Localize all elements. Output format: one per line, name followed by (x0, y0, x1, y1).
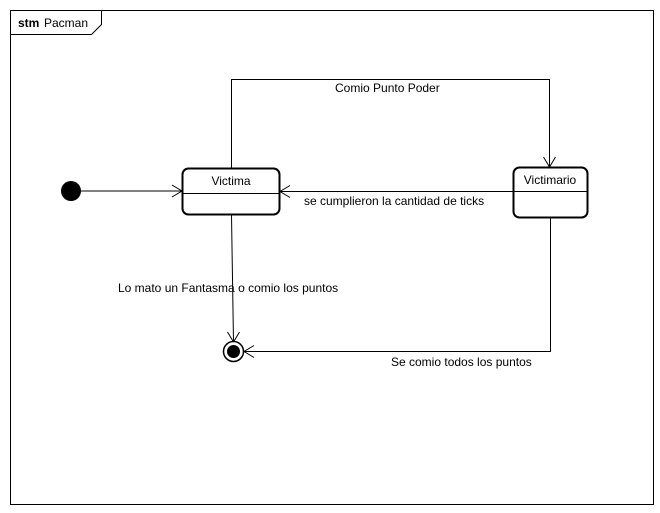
state-victimario-name: Victimario (524, 173, 577, 187)
state-victima-name: Victima (211, 174, 250, 188)
frame-tag-keyword: stm (18, 16, 39, 30)
arrowhead-cumplieron-ticks (279, 185, 291, 198)
arrowhead-comio-punto-poder (543, 156, 556, 168)
transition-comio-punto-poder (231, 79, 550, 168)
initial-state (61, 181, 81, 201)
label-comio-todos: Se comio todos los puntos (391, 355, 532, 369)
frame-tag-name: Pacman (44, 16, 88, 30)
frame-tag (10, 10, 102, 35)
state-victimario[interactable]: Victimario (512, 166, 589, 219)
transition-mato-fantasma (231, 214, 234, 343)
label-mato-fantasma: Lo mato un Fantasma o comio los puntos (118, 281, 338, 295)
diagram-frame (10, 10, 654, 505)
label-cumplieron-ticks: se cumplieron la cantidad de ticks (304, 194, 484, 208)
final-state (222, 340, 245, 363)
transition-comio-todos (244, 218, 551, 352)
label-comio-punto-poder: Comio Punto Poder (335, 81, 440, 95)
state-victima[interactable]: Victima (181, 167, 281, 216)
